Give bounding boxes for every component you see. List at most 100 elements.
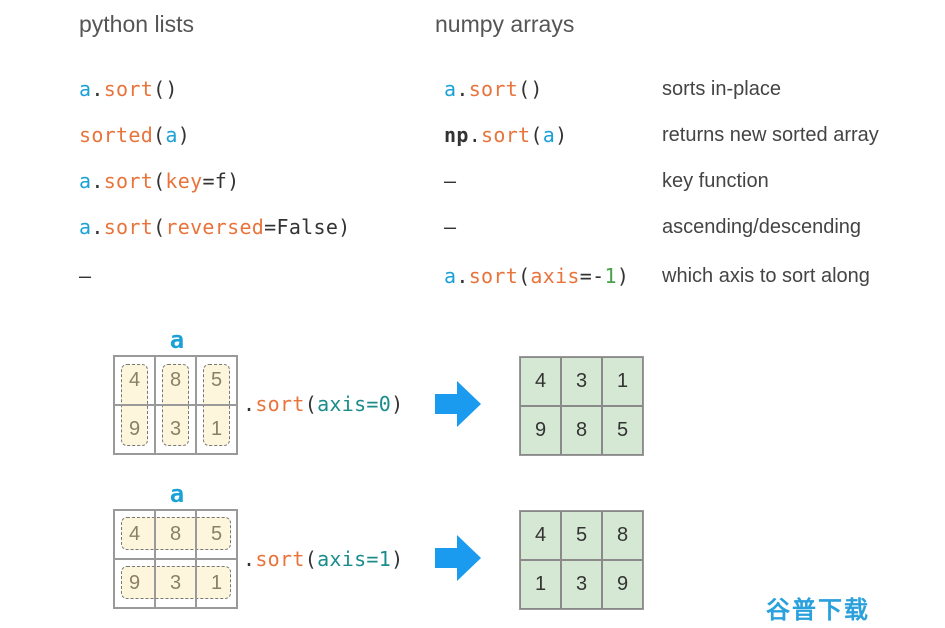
array-cell: 5 (196, 356, 237, 405)
code-token: a (444, 77, 457, 101)
code-token: ( (304, 392, 318, 416)
code-token: ( (518, 264, 531, 288)
array-cell: 8 (155, 356, 196, 405)
code-token: 1 (604, 264, 617, 288)
array-cell: 1 (602, 357, 643, 406)
array-cell: 5 (196, 510, 237, 559)
array-cell: 9 (520, 406, 561, 455)
code-token: a (542, 123, 556, 147)
code-token: () (518, 77, 543, 101)
numpy-array-code: a.sort() (444, 77, 543, 101)
array-cell: 3 (561, 560, 602, 609)
code-token: axis (530, 264, 580, 288)
right-arrow-icon (435, 535, 481, 581)
numpy-array-code: np.sort(a) (444, 123, 567, 147)
code-token: . (91, 169, 104, 193)
array-cell: 8 (155, 510, 196, 559)
watermark-logo: 谷普下载 (766, 596, 870, 624)
code-token: ( (153, 123, 166, 147)
code-token: =False) (264, 215, 351, 239)
code-token: . (468, 123, 482, 147)
code-token: reversed (165, 215, 265, 239)
array-cell: 3 (155, 559, 196, 608)
python-list-code: a.sort() (79, 77, 178, 101)
code-token: key (165, 169, 203, 193)
python-list-code: a.sort(key=f) (79, 169, 239, 193)
code-token: sort (468, 264, 519, 288)
code-token: – (444, 169, 457, 193)
description-text: key function (662, 170, 769, 192)
array-cell: 5 (602, 406, 643, 455)
code-token: a (165, 123, 178, 147)
python-list-code: sorted(a) (79, 123, 190, 147)
code-token: () (153, 77, 178, 101)
array-cell: 9 (114, 405, 155, 454)
code-token: ) (616, 264, 630, 288)
code-token: =- (579, 264, 605, 288)
python-list-code: – (79, 264, 91, 288)
description-text: ascending/descending (662, 216, 862, 238)
header-python-lists: python lists (79, 11, 195, 37)
array-cell: 1 (196, 405, 237, 454)
array-cell: 4 (520, 357, 561, 406)
code-token: a (444, 264, 457, 288)
array-cell: 9 (114, 559, 155, 608)
code-token: ( (153, 169, 166, 193)
numpy-array-code: – (444, 169, 456, 193)
code-token: sorted (79, 123, 154, 147)
array-cell: 4 (520, 511, 561, 560)
row-group-outline (121, 517, 231, 550)
array-cell: 1 (196, 559, 237, 608)
row-group-outline (121, 566, 231, 599)
code-token: a (79, 215, 92, 239)
code-token: – (444, 215, 457, 239)
numpy-array-code: – (444, 215, 456, 239)
array-label-a: a (169, 326, 185, 354)
python-list-code: a.sort(reversed=False) (79, 215, 351, 239)
sort-call-axis-1: .sort(axis=1) (243, 547, 403, 571)
numpy-array-code: a.sort(axis=-1) (444, 264, 629, 288)
code-token: sort (468, 77, 519, 101)
code-token: ( (153, 215, 166, 239)
code-token: np (444, 123, 469, 147)
array-cell: 4 (114, 356, 155, 405)
code-token: sort (481, 123, 531, 147)
code-token: ( (304, 547, 318, 571)
code-token: . (456, 264, 469, 288)
description-text: which axis to sort along (662, 265, 870, 287)
code-token: sort (103, 169, 154, 193)
code-token: sort (255, 547, 305, 571)
array-cell: 4 (114, 510, 155, 559)
code-token: sort (255, 392, 305, 416)
description-text: returns new sorted array (662, 124, 879, 146)
description-text: sorts in-place (662, 78, 781, 100)
array-cell: 1 (520, 560, 561, 609)
code-token: a (79, 169, 92, 193)
array-cell: 9 (602, 560, 643, 609)
code-token: ) (391, 392, 404, 416)
code-token: ) (177, 123, 191, 147)
code-token: ) (391, 547, 404, 571)
array-cell: 8 (602, 511, 643, 560)
code-token: . (91, 215, 104, 239)
code-token: =f) (202, 169, 240, 193)
sort-call-axis-0: .sort(axis=0) (243, 392, 403, 416)
code-token: . (456, 77, 469, 101)
header-numpy-arrays: numpy arrays (435, 11, 575, 37)
code-token: ( (530, 123, 543, 147)
array-cell: 5 (561, 511, 602, 560)
code-token: . (243, 392, 256, 416)
code-token: a (79, 77, 92, 101)
code-token: – (79, 264, 92, 288)
right-arrow-icon (435, 381, 481, 427)
code-token: . (243, 547, 256, 571)
array-cell: 3 (155, 405, 196, 454)
code-token: sort (103, 215, 154, 239)
code-token: sort (103, 77, 154, 101)
code-token: axis=0 (317, 392, 392, 416)
code-token: . (91, 77, 104, 101)
code-token: ) (555, 123, 568, 147)
